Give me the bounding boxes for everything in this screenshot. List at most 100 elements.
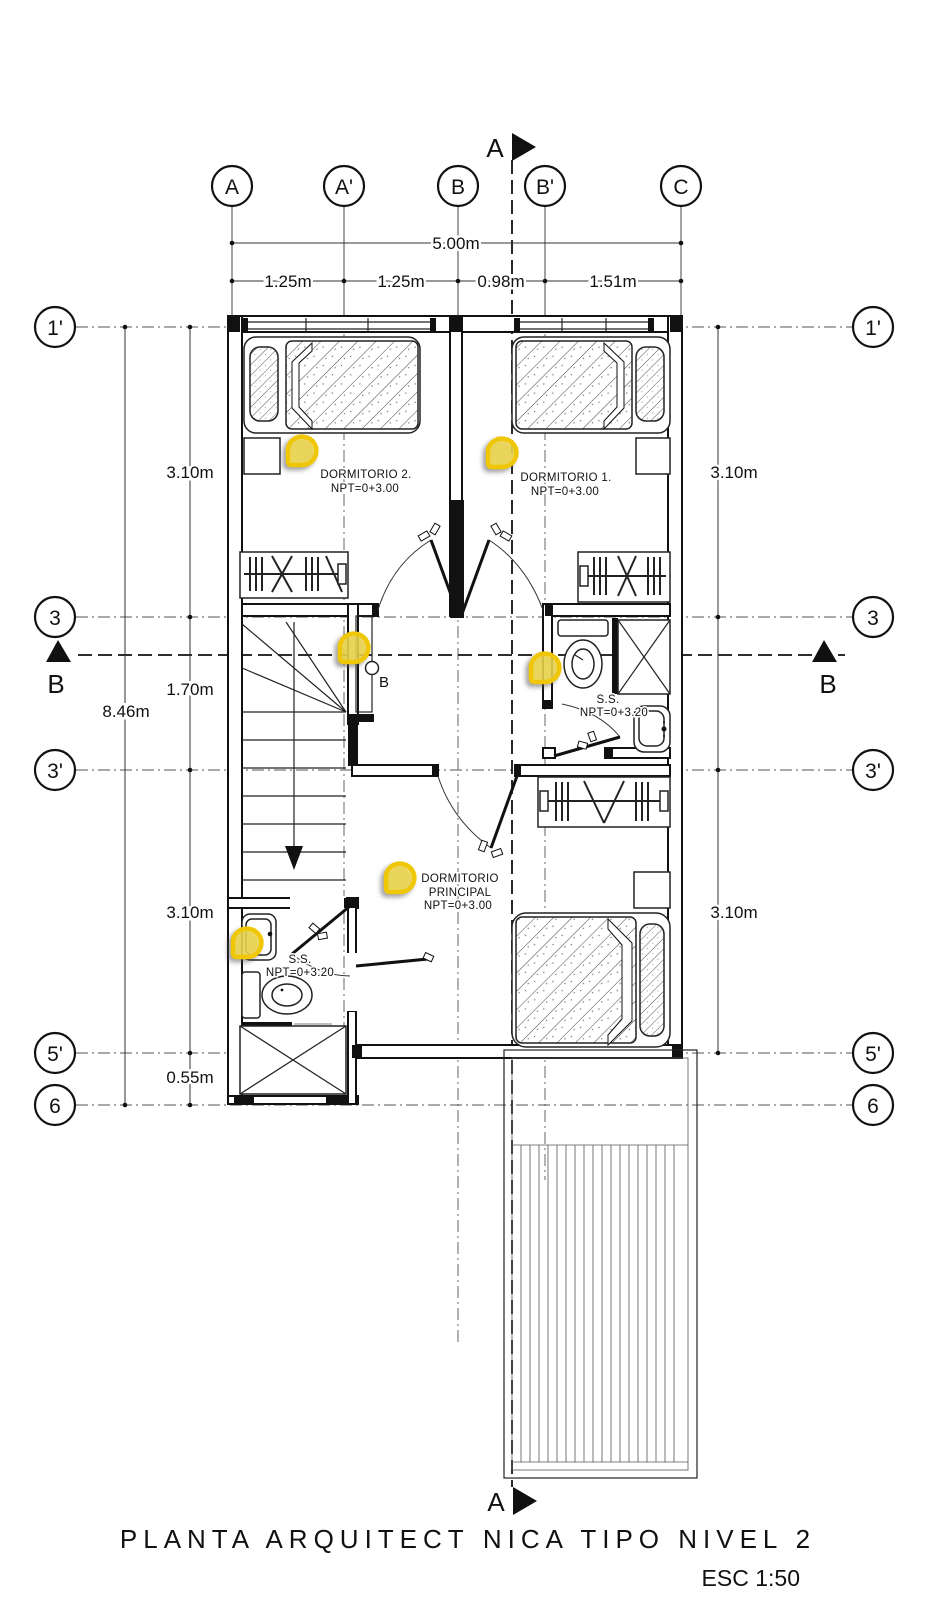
bed-mattress <box>515 340 633 430</box>
nightstand <box>633 871 671 909</box>
closet <box>537 776 671 828</box>
closet <box>239 551 349 599</box>
room-dormitorio-1: DORMITORIO 1. NPT=0+3.00 <box>511 336 671 603</box>
grid-bubble-col-a1: A' <box>322 164 366 208</box>
svg-text:C: C <box>673 176 688 199</box>
comment-pin-icon[interactable] <box>531 654 559 682</box>
bed-pillow <box>639 923 665 1037</box>
room-label-bath-lower: S.S. <box>289 954 312 966</box>
room-label-dormitorio-2: DORMITORIO 2. <box>320 469 411 481</box>
dim-top-total: 5.00m <box>432 234 479 253</box>
stairs-down-arrow-icon <box>285 846 303 870</box>
comment-pin-icon[interactable] <box>233 929 261 957</box>
svg-text:3: 3 <box>49 607 61 630</box>
room-npt-bath-lower: NPT=0+3.20 <box>266 967 334 979</box>
grid-bubble-col-b: B <box>436 164 480 208</box>
room-dormitorio-principal: DORMITORIO PRINCIPAL NPT=0+3.00 <box>420 775 671 1048</box>
comment-pin-icon[interactable] <box>386 864 414 892</box>
room-label-dormitorio-1: DORMITORIO 1. <box>520 472 611 484</box>
room-bath-lower: S.S. NPT=0+3.20 <box>239 904 435 1095</box>
grid-bubble-row-3p-left: 3' <box>33 748 77 792</box>
room-bath-upper: S.S. NPT=0+3.20 <box>553 619 671 758</box>
comment-pin-icon[interactable] <box>340 634 368 662</box>
grid-bubbles: A A' B B' C 1' 3 3' <box>33 164 895 1127</box>
title-block: PLANTA ARQUITECT NICA TIPO NIVEL 2 ESC 1… <box>120 1524 816 1591</box>
dim-seg-b1-c: 1.51m <box>589 272 636 291</box>
room-npt-principal: NPT=0+3.00 <box>424 900 492 912</box>
section-b-arrow-right-icon <box>812 640 837 662</box>
room-label-bath-upper: S.S. <box>597 694 620 706</box>
svg-text:1': 1' <box>865 317 881 340</box>
toilet-tank <box>241 971 261 1019</box>
section-markers: A A B B <box>46 133 837 1517</box>
nightstand <box>243 437 281 475</box>
bed-mattress <box>285 340 419 430</box>
svg-text:3: 3 <box>867 607 879 630</box>
section-a-arrow-bottom-icon <box>513 1487 537 1515</box>
grid-bubble-col-c: C <box>659 164 703 208</box>
dim-left-seg-2: 1.70m <box>166 680 213 699</box>
windows <box>242 318 654 333</box>
dim-left-seg-1: 3.10m <box>166 463 213 482</box>
section-b-label-left: B <box>47 669 64 699</box>
svg-text:6: 6 <box>867 1095 879 1118</box>
grid-bubble-col-b1: B' <box>523 164 567 208</box>
walls <box>227 315 683 1105</box>
drawing-title: PLANTA ARQUITECT NICA TIPO NIVEL 2 <box>120 1524 816 1554</box>
room-label-principal-1: DORMITORIO <box>421 873 499 885</box>
grid-bubble-row-6-right: 6 <box>851 1083 895 1127</box>
bed-mattress <box>515 916 637 1044</box>
hall-doors: B <box>364 522 544 691</box>
grid-bubble-row-1p-right: 1' <box>851 305 895 349</box>
dim-left-seg-4: 0.55m <box>166 1068 213 1087</box>
section-b-arrow-left-icon <box>46 640 71 662</box>
comment-pin-icon[interactable] <box>488 439 516 467</box>
svg-text:5': 5' <box>865 1043 881 1066</box>
dim-seg-b-b1: 0.98m <box>477 272 524 291</box>
section-a-label-bottom: A <box>487 1487 505 1517</box>
room-npt-dormitorio-2: NPT=0+3.00 <box>331 483 399 495</box>
svg-text:A: A <box>225 176 239 199</box>
room-label-principal-2: PRINCIPAL <box>429 887 492 899</box>
svg-text:B': B' <box>536 176 554 199</box>
comment-pins <box>233 437 559 957</box>
room-npt-bath-upper: NPT=0+3.20 <box>580 707 648 719</box>
dim-left-seg-3: 3.10m <box>166 903 213 922</box>
grid-bubble-row-5p-right: 5' <box>851 1031 895 1075</box>
dim-seg-a1-b: 1.25m <box>377 272 424 291</box>
comment-pin-icon[interactable] <box>288 437 316 465</box>
hall-callout-circle <box>364 660 380 676</box>
grid-bubble-row-5p-left: 5' <box>33 1031 77 1075</box>
section-a-arrow-top-icon <box>512 133 536 161</box>
bed-pillow <box>635 346 665 422</box>
svg-text:B: B <box>451 176 465 199</box>
dim-seg-a-a1: 1.25m <box>264 272 311 291</box>
svg-text:A': A' <box>335 176 353 199</box>
hall-callout-label: B <box>379 674 389 691</box>
svg-text:3': 3' <box>47 760 63 783</box>
nightstand <box>635 437 671 475</box>
section-b-label-right: B <box>819 669 836 699</box>
room-npt-dormitorio-1: NPT=0+3.00 <box>531 486 599 498</box>
dimensions: 5.00m 1.25m 1.25m 0.98m 1.51m 8.46m 3.10… <box>100 232 760 1108</box>
bed-pillow <box>249 346 279 422</box>
stairs <box>241 621 347 881</box>
dim-left-total: 8.46m <box>102 702 149 721</box>
grid-bubble-col-a: A <box>210 164 254 208</box>
svg-text:6: 6 <box>49 1095 61 1118</box>
svg-text:3': 3' <box>865 760 881 783</box>
drawing-scale: ESC 1:50 <box>702 1565 800 1591</box>
dim-right-seg-1: 3.10m <box>710 463 757 482</box>
grid-bubble-row-3-left: 3 <box>33 595 77 639</box>
grid-bubble-row-3p-right: 3' <box>851 748 895 792</box>
svg-text:5': 5' <box>47 1043 63 1066</box>
grid-bubble-row-3-right: 3 <box>851 595 895 639</box>
grid-bubble-row-6-left: 6 <box>33 1083 77 1127</box>
grid-bubble-row-1p-left: 1' <box>33 305 77 349</box>
dim-right-seg-2: 3.10m <box>710 903 757 922</box>
section-a-label-top: A <box>486 133 504 163</box>
room-dormitorio-2: DORMITORIO 2. NPT=0+3.00 <box>239 336 421 599</box>
toilet-tank <box>557 619 609 637</box>
deck-terrace <box>503 1049 698 1479</box>
